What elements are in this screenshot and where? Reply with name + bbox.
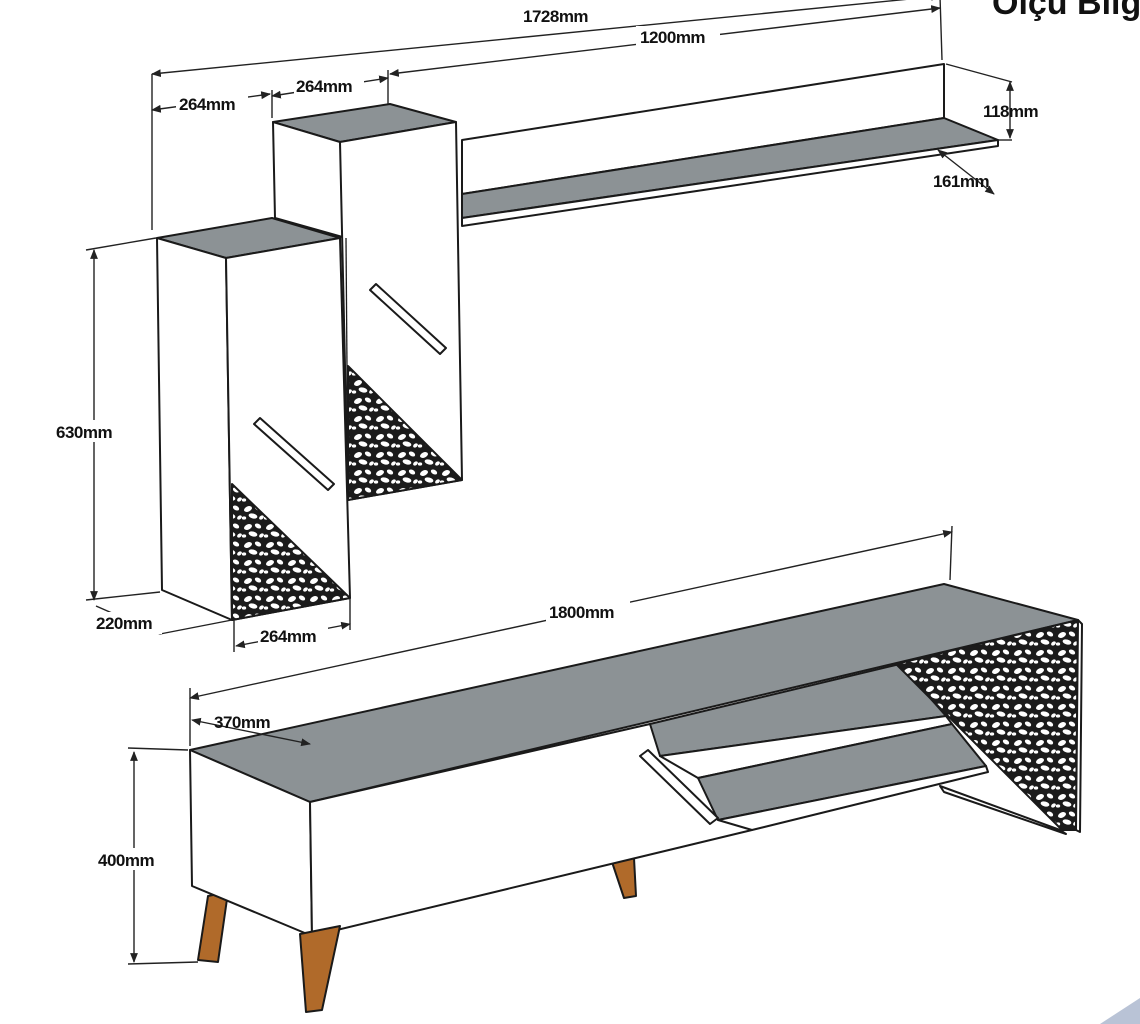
label-shelf-width: 1200mm: [640, 28, 705, 47]
title-fragment: Ölçü Bilg: [992, 0, 1140, 22]
label-cabinet-height: 630mm: [56, 423, 112, 442]
tv-unit: [189, 583, 1083, 1013]
tv-unit-handle: [639, 749, 719, 825]
tall-cabinet-right: [272, 103, 463, 501]
label-shelf-height: 118mm: [983, 102, 1039, 121]
label-module-left-width: 264mm: [179, 95, 235, 114]
label-tv-unit-height: 400mm: [98, 851, 154, 870]
label-tv-unit-width: 1800mm: [549, 603, 614, 622]
label-cabinet-width: 264mm: [260, 627, 316, 646]
cabinet-left-handle: [253, 417, 335, 491]
label-module-right-width: 264mm: [296, 77, 352, 96]
wall-shelf: [461, 63, 999, 227]
tall-cabinet-left: [156, 217, 351, 621]
leg-front-left: [299, 925, 341, 1013]
cabinet-right-handle: [369, 283, 447, 355]
label-total-width: 1728mm: [523, 7, 588, 26]
label-shelf-depth: 161mm: [933, 172, 989, 191]
label-cabinet-depth: 220mm: [96, 614, 152, 633]
label-tv-unit-depth: 370mm: [214, 713, 270, 732]
leg-back-left: [197, 891, 229, 963]
leg-back-right: [611, 857, 637, 899]
corner-accent: [1100, 998, 1140, 1024]
